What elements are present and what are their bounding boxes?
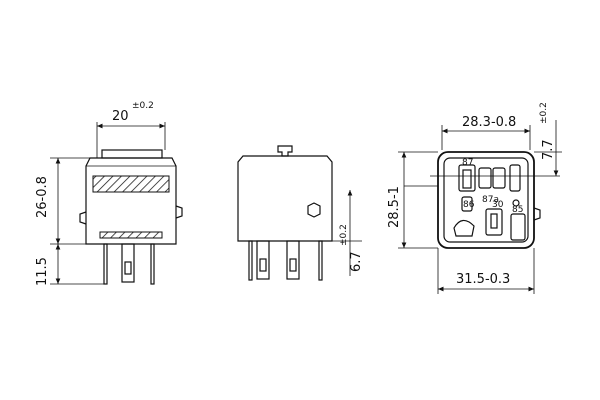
terminal-label-86: 86 xyxy=(463,200,475,210)
front-width-tol: ±0.2 xyxy=(132,101,154,111)
front-pin-dim: 11.5 xyxy=(35,257,50,286)
terminal-87a xyxy=(478,167,492,189)
front-pin xyxy=(103,243,108,285)
front-width-dim: 20 xyxy=(112,109,129,124)
side-offset-tol: ±0.2 xyxy=(339,224,349,246)
side-view: 6.7 ±0.2 xyxy=(237,145,364,281)
front-label-hatch-lower xyxy=(99,231,163,239)
bottom-bottom-width-dim: 31.5-0.3 xyxy=(456,272,510,287)
bottom-right-height-tol: ±0.2 xyxy=(539,102,549,124)
front-view: 20 ±0.2 26-0.8 11.5 xyxy=(35,101,183,286)
bottom-inner-height-dim: 28.5-1 xyxy=(387,186,402,228)
terminal-label-30: 30 xyxy=(492,200,504,210)
front-label-hatch-upper xyxy=(92,175,170,193)
terminal-label-85: 85 xyxy=(512,205,523,215)
front-pin xyxy=(150,243,155,285)
front-body xyxy=(85,157,177,245)
terminal-85 xyxy=(510,213,526,241)
front-top-cap xyxy=(101,149,163,159)
terminal-label-87: 87 xyxy=(462,158,473,168)
front-pin xyxy=(121,243,135,283)
terminal-87 xyxy=(458,164,476,192)
terminal-86 xyxy=(461,196,473,212)
bottom-right-height-dim: 7.7 xyxy=(541,139,556,160)
bottom-top-width-dim: 28.3-0.8 xyxy=(462,115,516,130)
side-hex-icon xyxy=(307,202,321,218)
front-height-dim: 26-0.8 xyxy=(35,176,50,218)
terminal-label-87a: 87a xyxy=(482,195,499,205)
side-body xyxy=(237,155,333,242)
bottom-view: 28.3-0.8 87 86 87a 30 85 7.7 ±0.2 xyxy=(387,102,562,294)
bottom-outline xyxy=(437,151,535,249)
side-offset-dim: 6.7 xyxy=(349,251,364,272)
terminal-30 xyxy=(485,208,503,236)
